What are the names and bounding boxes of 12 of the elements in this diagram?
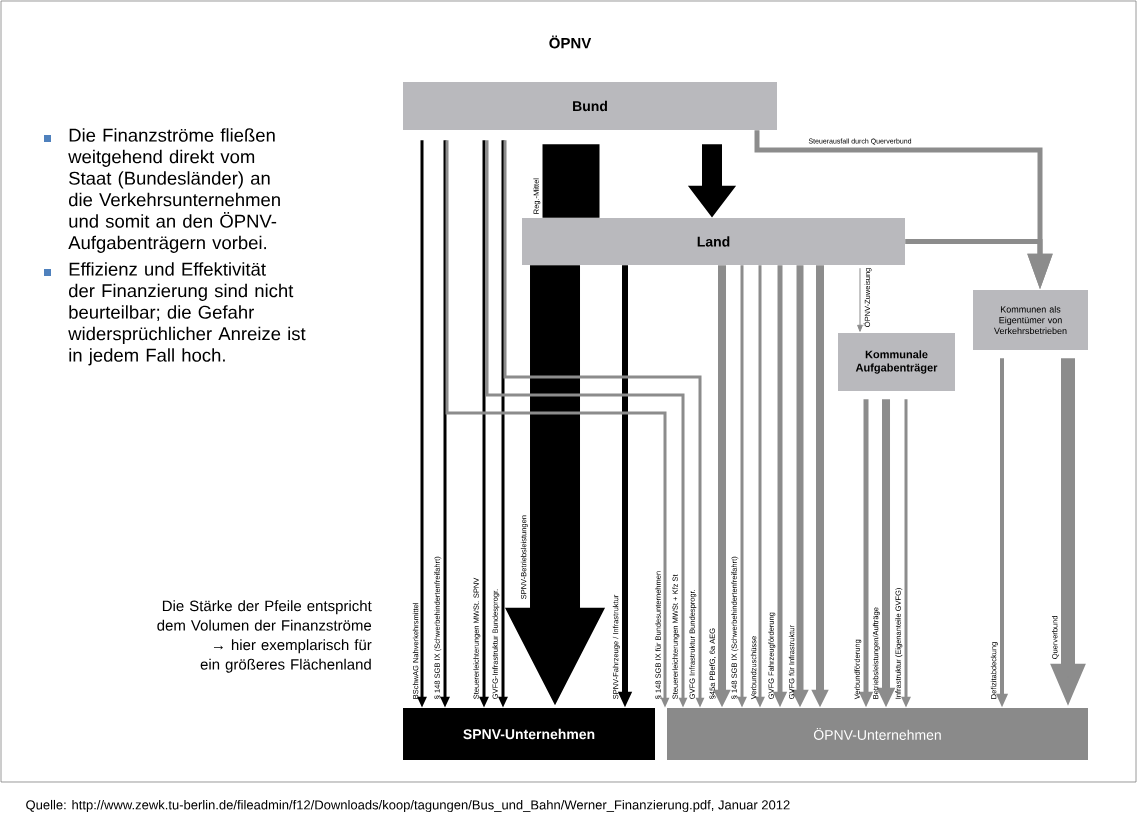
authority-box: Kommunale Aufgabenträger (838, 333, 955, 391)
arrow (857, 267, 863, 332)
authority-box: Land (522, 218, 905, 265)
source-note: Quelle: http://www.zewk.tu-berlin.de/fileadmin/f12/Downloads/koop/tagungen/Bus_und_Bahn/Werner_Finanzierung.pdf, Januar 2012 (26, 799, 790, 813)
company-box: SPNV-Unternehmen (403, 708, 655, 760)
authority-box: Kommunen als Eigentümer von Verkehrsbetrieben (973, 290, 1088, 350)
company-box: ÖPNV-Unternehmen (667, 708, 1088, 760)
bullet-text: Die Finanzströme fließen weitgehend direkt vom Staat (Bundesländer) an die Verkehrsunternehmen und somit an den ÖPNV-Aufgabenträgern vorbei. (68, 128, 280, 253)
title: ÖPNV (549, 35, 592, 49)
note-text: Die Stärke der Pfeile entspricht dem Volumen der Finanzströme → hier exemplarisch für ein größeres Flächenland (157, 600, 372, 673)
bullet-text: Effizienz und Effektivität der Finanzierung sind nicht beurteilbar; die Gefahr widersprüchlicher Anreize ist in jedem Fall hoch. (68, 262, 306, 366)
authority-box: Bund (403, 82, 777, 130)
